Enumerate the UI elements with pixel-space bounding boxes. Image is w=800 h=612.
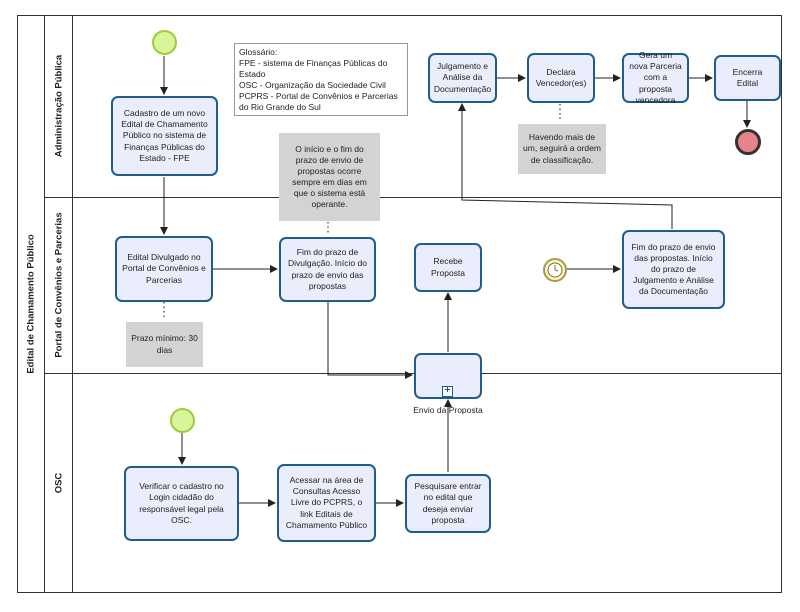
- lane-separator: [45, 373, 782, 374]
- task-fim-divulgacao[interactable]: Fim do prazo de Divulgação. Início do pr…: [279, 237, 376, 302]
- task-acessar-consultas[interactable]: Acessar na área de Consultas Acesso Livr…: [277, 464, 376, 542]
- end-event: [735, 129, 761, 155]
- pool-frame: [17, 15, 782, 593]
- start-event-osc: [170, 408, 195, 433]
- lane-portal-header: [45, 197, 73, 373]
- task-edital-divulgado[interactable]: Edital Divulgado no Portal de Convênios …: [115, 236, 213, 302]
- timer-event: [543, 258, 567, 282]
- task-recebe-proposta[interactable]: Recebe Proposta: [414, 243, 482, 292]
- task-fim-envio[interactable]: Fim do prazo de envio das propostas. Iní…: [622, 230, 725, 309]
- pool-label-column: [17, 15, 45, 593]
- note-havendo-mais: Havendo mais de um, seguirá a ordem de c…: [518, 124, 606, 174]
- lane-osc-header: [45, 373, 73, 593]
- glossary-title: Glossário:: [239, 47, 278, 57]
- expand-icon[interactable]: +: [442, 386, 453, 397]
- task-gera-parceria[interactable]: Gera um nova Parceria com a proposta ven…: [622, 50, 689, 105]
- note-prazo-minimo: Prazo mínimo: 30 dias: [126, 322, 203, 367]
- glossary-box: Glossário: FPE - sistema de Finanças Púb…: [234, 43, 408, 116]
- task-pesquisar-edital[interactable]: Pesquisare entrar no edital que deseja e…: [405, 474, 491, 533]
- task-verificar-cadastro[interactable]: Verificar o cadastro no Login cidadão do…: [124, 466, 239, 541]
- task-declara-vencedor[interactable]: Declara Vencedor(es): [527, 53, 595, 103]
- clock-icon: [547, 262, 563, 278]
- task-encerra-edital[interactable]: Encerra Edital: [714, 55, 781, 101]
- task-cadastro[interactable]: Cadastro de um novo Edital de Chamamento…: [111, 96, 218, 176]
- note-prazo-envio: O início e o fim do prazo de envio de pr…: [279, 133, 380, 221]
- lane-admin-header: [45, 15, 73, 197]
- task-julgamento[interactable]: Julgamento e Análise da Documentação: [428, 53, 497, 103]
- subprocess-label: Envio da Proposta: [413, 405, 483, 415]
- glossary-line: PCPRS - Portal de Convênios e Parcerias …: [239, 91, 398, 113]
- lane-separator: [45, 197, 782, 198]
- edge-fim-to-envio: [327, 302, 413, 379]
- start-event-admin: [152, 30, 177, 55]
- edge-fimenvio-to-julgamento: [458, 103, 673, 229]
- glossary-line: OSC - Organização da Sociedade Civil: [239, 80, 386, 91]
- subprocess-envio-proposta[interactable]: +: [414, 353, 482, 399]
- glossary-line: FPE - sistema de Finanças Públicas do Es…: [239, 58, 388, 80]
